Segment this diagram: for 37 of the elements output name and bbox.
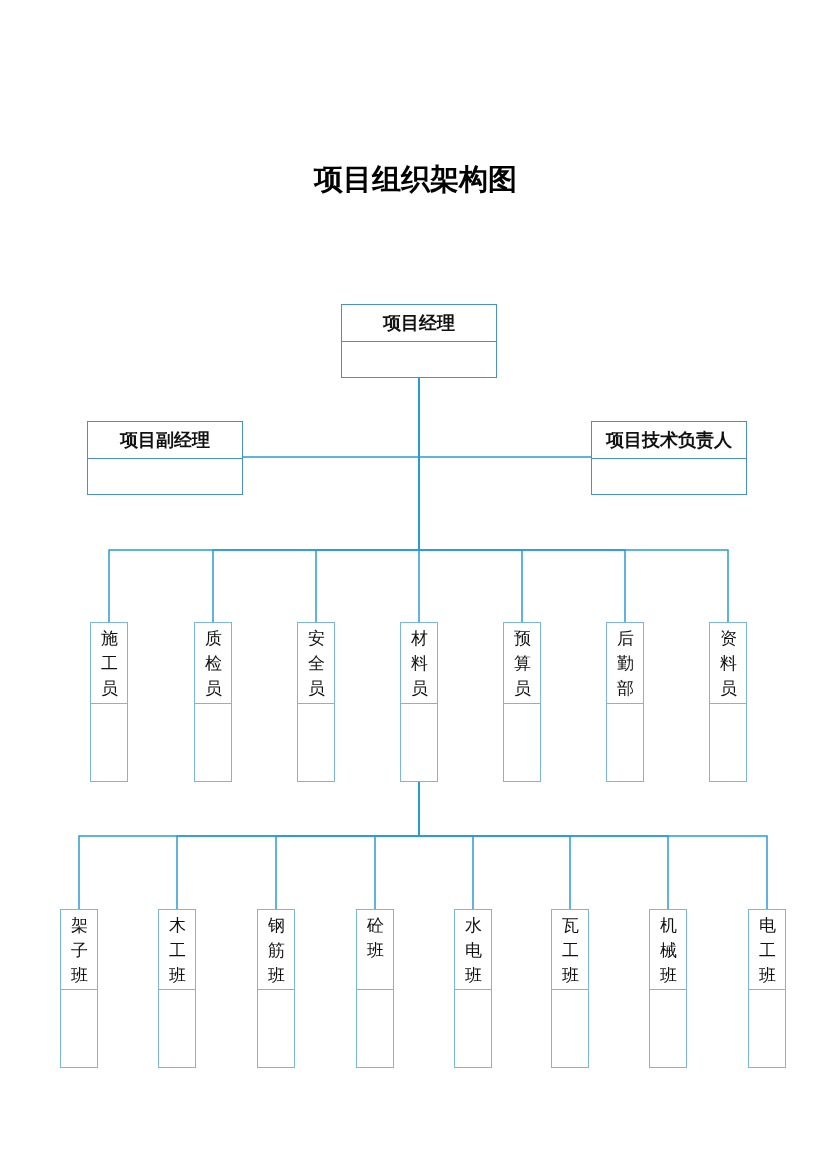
position-label: 资料员 — [719, 627, 737, 700]
position-label: 钢筋班 — [267, 914, 285, 987]
position-box — [158, 909, 196, 1068]
position-box — [400, 622, 438, 782]
position-box — [297, 622, 335, 782]
position-label: 项目副经理 — [120, 428, 210, 452]
position-box — [87, 421, 243, 495]
position-label: 机械班 — [659, 914, 677, 987]
position-label: 项目技术负责人 — [606, 428, 732, 452]
position-label: 砼班 — [366, 914, 384, 962]
position-box — [60, 909, 98, 1068]
position-box — [90, 622, 128, 782]
position-label: 项目经理 — [383, 311, 455, 335]
position-label: 安全员 — [307, 627, 325, 700]
position-label: 施工员 — [100, 627, 118, 700]
position-box — [194, 622, 232, 782]
position-box — [709, 622, 747, 782]
position-label: 质检员 — [204, 627, 222, 700]
position-box — [591, 421, 747, 495]
position-label: 预算员 — [513, 627, 531, 700]
position-label: 电工班 — [758, 914, 776, 987]
position-label: 水电班 — [464, 914, 482, 987]
position-label: 瓦工班 — [561, 914, 579, 987]
position-box — [257, 909, 295, 1068]
position-box — [748, 909, 786, 1068]
position-label: 架子班 — [70, 914, 88, 987]
position-label: 木工班 — [168, 914, 186, 987]
position-box — [341, 304, 497, 378]
position-box — [454, 909, 492, 1068]
position-box — [649, 909, 687, 1068]
position-box — [356, 909, 394, 1068]
position-box — [551, 909, 589, 1068]
position-label: 后勤部 — [616, 627, 634, 700]
title: 项目组织架构图 — [313, 162, 517, 196]
position-box — [606, 622, 644, 782]
position-label: 材料员 — [410, 627, 428, 700]
position-box — [503, 622, 541, 782]
